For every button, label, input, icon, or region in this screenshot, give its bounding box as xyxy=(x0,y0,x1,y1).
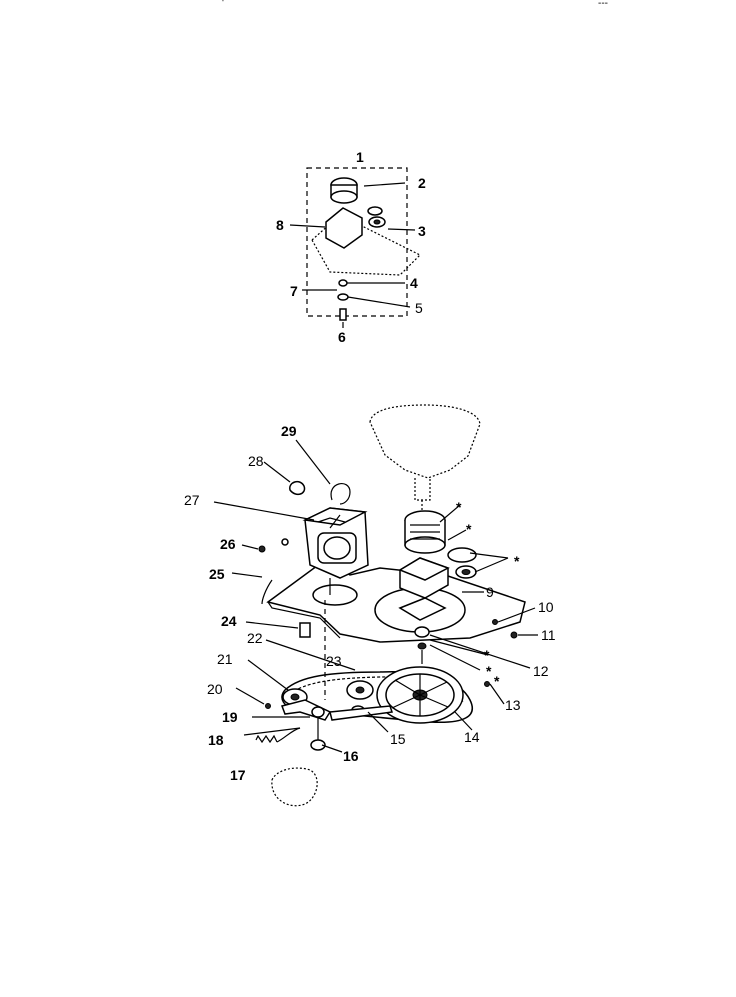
label-9: 9 xyxy=(486,584,494,600)
screw-11 xyxy=(510,631,518,639)
label-3: 3 xyxy=(418,223,426,239)
inset-bolt xyxy=(339,308,347,321)
spacer-24 xyxy=(299,622,311,638)
idler-bracket xyxy=(329,705,393,721)
label-7: 7 xyxy=(290,283,298,299)
asterisk-2: * xyxy=(466,521,472,537)
label-19: 19 xyxy=(222,709,238,725)
inset-washer xyxy=(367,206,383,216)
label-11: 11 xyxy=(541,627,556,643)
label-6: 6 xyxy=(338,329,346,345)
label-13: 13 xyxy=(505,697,521,713)
label-10: 10 xyxy=(538,599,554,615)
screw-26 xyxy=(258,545,266,553)
transmission-housing xyxy=(369,404,481,479)
asterisk-1: * xyxy=(456,499,462,515)
screw-10 xyxy=(492,619,498,625)
main-drive-assembly: * * * * * * 9 10 11 12 13 14 15 16 17 18… xyxy=(184,404,556,807)
wire-25 xyxy=(261,579,273,605)
label-23: 23 xyxy=(326,653,342,669)
washer-right-1 xyxy=(447,547,477,563)
clip-28 xyxy=(289,480,306,496)
label-16: 16 xyxy=(343,748,359,764)
inset-dashed-border xyxy=(306,167,408,317)
label-8: 8 xyxy=(276,217,284,233)
label-24: 24 xyxy=(221,613,237,629)
label-21: 21 xyxy=(217,651,233,667)
inset-nut xyxy=(338,279,348,287)
label-17: 17 xyxy=(230,767,246,783)
clip-29 xyxy=(330,483,351,505)
label-4: 4 xyxy=(410,275,418,291)
asterisk-4: * xyxy=(484,647,490,663)
label-20: 20 xyxy=(207,681,223,697)
screw-13 xyxy=(484,681,490,687)
label-26: 26 xyxy=(220,536,236,552)
label-18: 18 xyxy=(208,732,224,748)
corner-mark-right: --- xyxy=(598,0,608,9)
screw-20 xyxy=(265,703,271,709)
asterisk-5: * xyxy=(486,663,492,679)
inset-drive-block xyxy=(325,207,363,249)
label-15: 15 xyxy=(390,731,406,747)
tension-spring xyxy=(255,734,278,744)
corner-mark-left: ' xyxy=(222,0,224,9)
label-27: 27 xyxy=(184,492,200,508)
label-29: 29 xyxy=(281,423,297,439)
label-22: 22 xyxy=(247,630,263,646)
asterisk-6: * xyxy=(494,673,500,689)
label-2: 2 xyxy=(418,175,426,191)
lower-housing xyxy=(271,767,318,807)
inset-washer-small xyxy=(337,293,349,301)
inset-base-plate xyxy=(311,214,422,276)
inset-kit-assembly: 1 2 3 4 5 6 7 8 xyxy=(276,149,426,345)
asterisk-3: * xyxy=(514,553,520,569)
label-25: 25 xyxy=(209,566,225,582)
label-1: 1 xyxy=(356,149,364,165)
label-12: 12 xyxy=(533,663,549,679)
label-28: 28 xyxy=(248,453,264,469)
label-5: 5 xyxy=(415,300,423,316)
label-14: 14 xyxy=(464,729,480,745)
center-nut xyxy=(414,626,430,638)
